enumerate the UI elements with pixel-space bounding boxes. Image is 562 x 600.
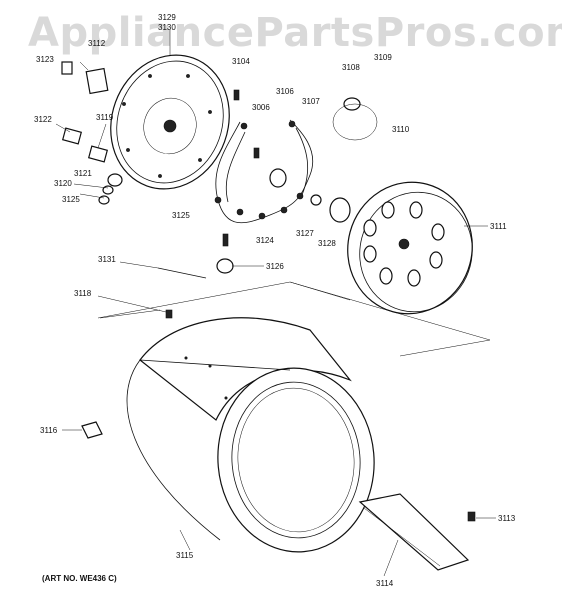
callout-3114: 3114 <box>376 579 394 588</box>
callout-3110: 3110 <box>392 125 410 134</box>
callout-3124: 3124 <box>256 236 274 245</box>
callout-3113: 3113 <box>498 514 516 523</box>
callout-3104: 3104 <box>232 57 250 66</box>
callout-labels: 3129 3130 3112 3123 3104 3108 3109 3106 … <box>34 13 516 588</box>
watermark-logo: AppliancePartsPros.com <box>28 10 562 56</box>
callout-3119: 3119 <box>96 113 114 122</box>
callout-3118: 3118 <box>74 289 92 298</box>
small-hardware <box>61 61 476 522</box>
projection-lines <box>97 281 491 357</box>
callout-3125: 3125 <box>62 195 80 204</box>
art-number: (ART NO. WE436 C) <box>42 574 117 583</box>
rear-bulkhead <box>110 54 230 190</box>
callout-3128: 3128 <box>318 239 336 248</box>
callout-3122: 3122 <box>34 115 52 124</box>
callout-3130: 3130 <box>158 23 176 32</box>
callout-3107: 3107 <box>302 97 320 106</box>
callout-3006: 3006 <box>252 103 270 112</box>
callout-3126: 3126 <box>266 262 284 271</box>
leader-lines <box>55 30 496 577</box>
callout-3109: 3109 <box>374 53 392 62</box>
callout-3111: 3111 <box>490 222 507 231</box>
main-drum <box>126 317 375 553</box>
callout-3115: 3115 <box>176 551 194 560</box>
callout-3129: 3129 <box>158 13 176 22</box>
heater-wire-harness <box>214 119 314 224</box>
callout-3108: 3108 <box>342 63 360 72</box>
callout-3123: 3123 <box>36 55 54 64</box>
callout-3127: 3127 <box>296 229 314 238</box>
callout-3112: 3112 <box>88 39 106 48</box>
callout-3116: 3116 <box>40 426 58 435</box>
callout-3121: 3121 <box>74 169 92 178</box>
drum-glide <box>358 493 470 571</box>
callout-3131: 3131 <box>98 255 116 264</box>
callout-3125b: 3125 <box>172 211 190 220</box>
drum-baffle-wheel <box>347 181 473 315</box>
callout-3106: 3106 <box>276 87 294 96</box>
callout-3120: 3120 <box>54 179 72 188</box>
